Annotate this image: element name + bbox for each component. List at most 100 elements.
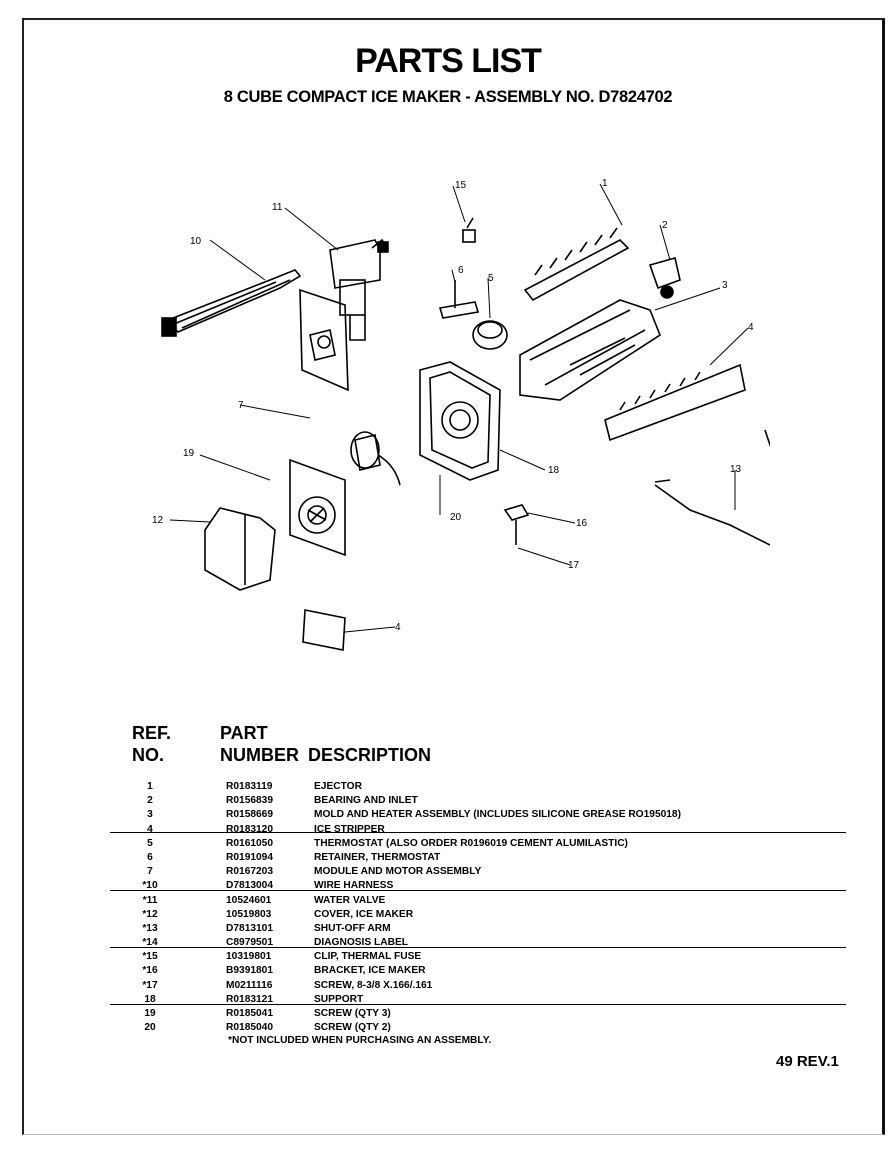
callout-4: 4 bbox=[748, 322, 754, 333]
table-row: 4 R0183120 ICE STRIPPER bbox=[120, 823, 860, 837]
module-housing-drawing bbox=[289, 458, 346, 557]
cover-drawing bbox=[204, 507, 276, 591]
divider-line bbox=[110, 890, 846, 891]
part-number: R0183121 bbox=[226, 993, 274, 1005]
shut-off-arm-drawing bbox=[654, 429, 770, 546]
part-description: SCREW (QTY 2) bbox=[314, 1022, 391, 1034]
ref-number: 20 bbox=[144, 1022, 156, 1034]
ref-number: *14 bbox=[142, 937, 158, 949]
callout-16: 16 bbox=[576, 518, 588, 529]
callout-13: 13 bbox=[730, 464, 742, 475]
table-row: 3 R0158669 MOLD AND HEATER ASSEMBLY (INCLU… bbox=[120, 808, 860, 822]
page-subtitle: 8 CUBE COMPACT ICE MAKER - ASSEMBLY NO. … bbox=[223, 88, 673, 106]
table-row: 20 R0185040 SCREW (QTY 2) bbox=[120, 1021, 860, 1035]
part-number: D7813101 bbox=[226, 922, 274, 934]
part-number: R0158669 bbox=[226, 809, 274, 821]
part-description: MOLD AND HEATER ASSEMBLY (INCLUDES SILIC… bbox=[314, 809, 681, 821]
callout-15: 15 bbox=[455, 180, 467, 191]
ref-number: 19 bbox=[144, 1008, 156, 1019]
part-number: R0191094 bbox=[226, 851, 274, 863]
part-number: R0185040 bbox=[226, 1022, 274, 1034]
part-number: R0161050 bbox=[226, 837, 274, 849]
part-description: WIRE HARNESS bbox=[314, 880, 394, 892]
part-number: B9391801 bbox=[226, 965, 274, 977]
callout-leaders bbox=[169, 183, 749, 633]
callout-10: 10 bbox=[190, 236, 202, 247]
callout-20: 20 bbox=[450, 512, 462, 523]
callout-3: 3 bbox=[722, 280, 728, 291]
part-description: DIAGNOSIS LABEL bbox=[314, 937, 408, 949]
part-number: 10519803 bbox=[226, 908, 272, 920]
exploded-parts-diagram: 15 1 11 10 2 6 5 3 4 7 19 18 12 20 16 17… bbox=[152, 178, 770, 651]
callout-11: 11 bbox=[272, 202, 283, 213]
table-row: 1 R0183119 EJECTOR bbox=[120, 780, 860, 794]
bearing-inlet-drawing bbox=[648, 257, 681, 299]
ref-number: 7 bbox=[147, 866, 153, 878]
water-valve-drawing bbox=[329, 238, 389, 341]
motor-drawing bbox=[350, 431, 401, 486]
page-revision-label: 49 REV.1 bbox=[776, 1053, 839, 1070]
description-header: DESCRIPTION bbox=[308, 745, 432, 765]
part-description: THERMOSTAT (ALSO ORDER R0196019 CEMENT A… bbox=[314, 837, 628, 849]
part-number: R0156839 bbox=[226, 795, 274, 807]
part-description: EJECTOR bbox=[314, 781, 362, 792]
mold-heater-drawing bbox=[519, 299, 661, 401]
thermal-fuse-clip-drawing bbox=[462, 217, 476, 243]
part-number: 10524601 bbox=[226, 894, 272, 906]
diagnosis-label-drawing bbox=[302, 609, 346, 651]
table-row: 7 R0167203 MODULE AND MOTOR ASSEMBLY bbox=[120, 865, 860, 879]
ref-number: *15 bbox=[142, 951, 158, 963]
ref-number: *17 bbox=[142, 979, 158, 991]
retainer-drawing bbox=[438, 280, 480, 319]
page-title: PARTS LIST bbox=[355, 42, 542, 80]
ref-number: 6 bbox=[147, 851, 153, 863]
part-description: ICE STRIPPER bbox=[314, 823, 385, 835]
support-frame-drawing bbox=[419, 361, 501, 481]
ref-number: 18 bbox=[144, 993, 156, 1005]
part-description: CLIP, THERMAL FUSE bbox=[314, 951, 422, 963]
ref-number: 3 bbox=[147, 809, 153, 821]
module-plate-drawing bbox=[299, 288, 349, 392]
ref-number: *13 bbox=[142, 922, 158, 934]
callout-18: 18 bbox=[548, 465, 560, 476]
part-description: MODULE AND MOTOR ASSEMBLY bbox=[314, 866, 482, 878]
ref-number: 1 bbox=[147, 781, 153, 792]
part-number: C8979501 bbox=[226, 937, 274, 949]
ejector-drawing bbox=[523, 227, 630, 302]
ref-number: *16 bbox=[142, 965, 158, 977]
part-description: SCREW (QTY 3) bbox=[314, 1008, 391, 1019]
part-number: R0183120 bbox=[226, 823, 274, 835]
callout-1: 1 bbox=[602, 178, 608, 189]
callout-12: 12 bbox=[152, 515, 164, 526]
part-number: R0167203 bbox=[226, 866, 274, 878]
footnote: *NOT INCLUDED WHEN PURCHASING AN ASSEMBL… bbox=[228, 1035, 492, 1046]
ref-number: *10 bbox=[142, 880, 158, 892]
part-number: M0211116 bbox=[226, 979, 273, 991]
part-number: R0183119 bbox=[226, 781, 273, 792]
divider-line bbox=[110, 1004, 846, 1005]
part-description: RETAINER, THERMOSTAT bbox=[314, 851, 441, 863]
part-number-header: PART NUMBER bbox=[220, 723, 299, 765]
wire-harness-drawing bbox=[161, 269, 302, 337]
ref-number: 5 bbox=[147, 837, 153, 849]
page-border bbox=[22, 18, 885, 1135]
table-row: 5 R0161050 THERMOSTAT (ALSO ORDER R0196019… bbox=[120, 837, 860, 851]
ref-number: 4 bbox=[147, 823, 153, 835]
divider-line bbox=[110, 947, 846, 948]
callout-7: 7 bbox=[238, 400, 244, 411]
table-row: 18 R0183121 SUPPORT bbox=[120, 993, 860, 1007]
part-description: SUPPORT bbox=[314, 993, 364, 1005]
table-row: *14 C8979501 DIAGNOSIS LABEL bbox=[120, 936, 860, 950]
table-row: *10 D7813004 WIRE HARNESS bbox=[120, 879, 860, 893]
table-row: 6 R0191094 RETAINER, THERMOSTAT bbox=[120, 851, 860, 865]
callout-2: 2 bbox=[662, 220, 668, 231]
part-number: D7813004 bbox=[226, 880, 274, 892]
